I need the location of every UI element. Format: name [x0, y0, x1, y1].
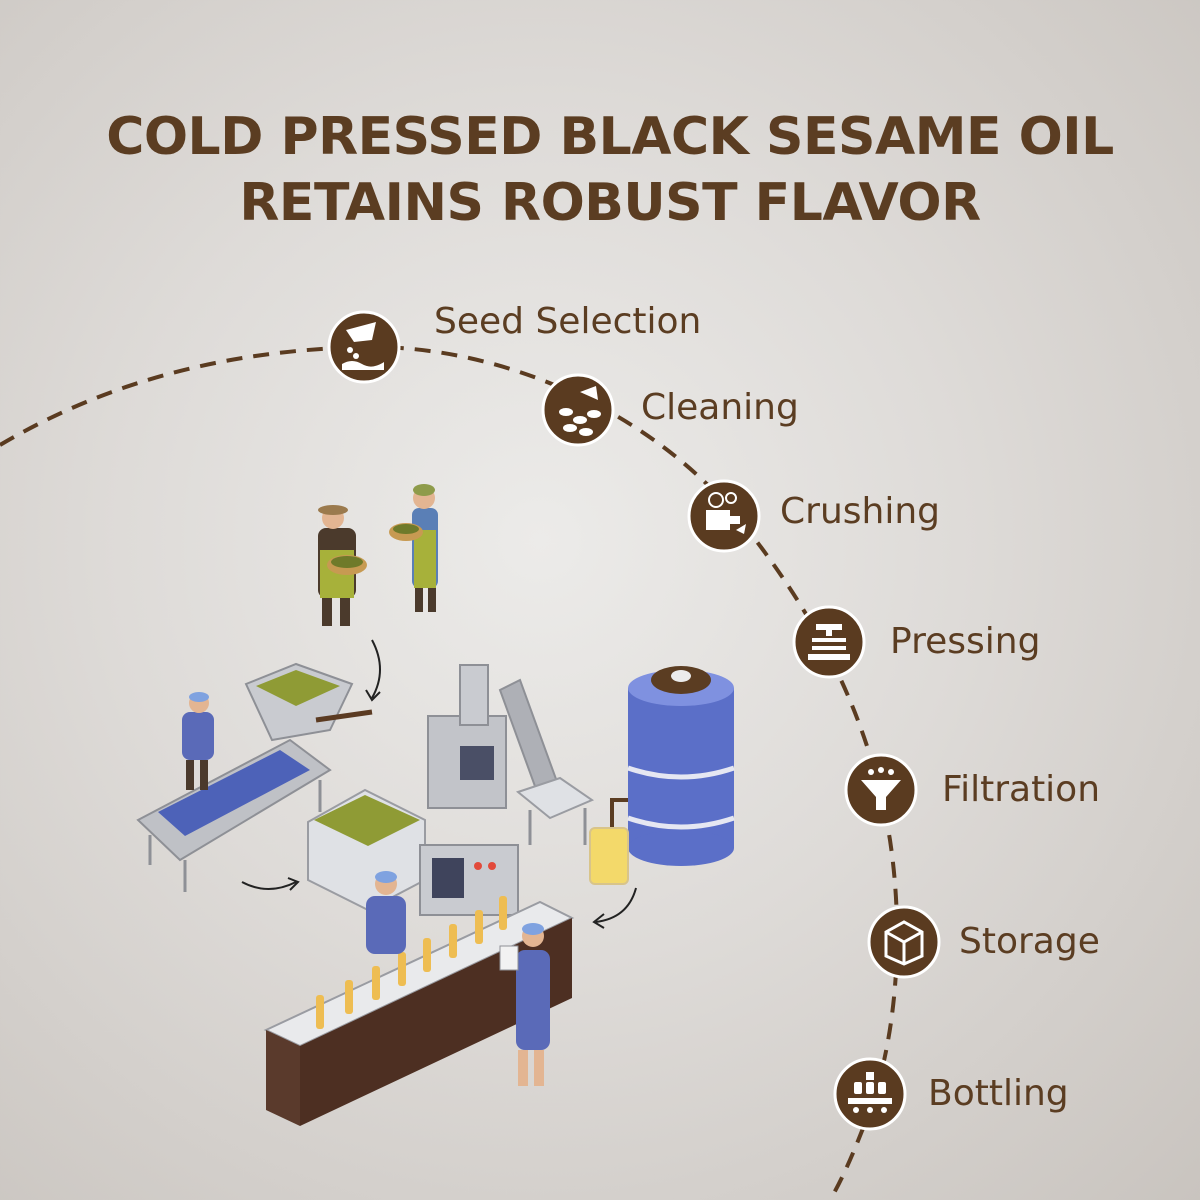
step-label-storage: Storage [959, 921, 1100, 962]
farmer-figure-1 [318, 505, 367, 626]
step-icon-seed-selection [327, 310, 401, 384]
worker-figure-2 [366, 871, 406, 954]
step-icon-crushing [687, 479, 761, 553]
step-label-filtration: Filtration [942, 769, 1101, 810]
step-icon-filtration [844, 753, 918, 827]
title-line-2: RETAINS ROBUST FLAVOR [239, 173, 981, 233]
farmer-figure-2 [389, 484, 438, 612]
worker-figure-3 [499, 923, 550, 1086]
step-icon-bottling [833, 1057, 907, 1131]
title-line-1: COLD PRESSED BLACK SESAME OIL [106, 107, 1114, 167]
step-label-seed-selection: Seed Selection [434, 301, 702, 342]
worker-figure-1 [182, 692, 214, 790]
step-icon-cleaning [541, 373, 615, 447]
step-icon-storage [867, 905, 941, 979]
step-label-bottling: Bottling [928, 1073, 1069, 1114]
step-label-cleaning: Cleaning [641, 387, 799, 428]
step-icon-pressing [792, 605, 866, 679]
step-label-crushing: Crushing [780, 491, 940, 532]
factory-illustration [136, 484, 735, 1126]
step-label-pressing: Pressing [890, 621, 1041, 662]
page-title: COLD PRESSED BLACK SESAME OIL RETAINS RO… [0, 104, 1200, 236]
storage-tank [610, 666, 735, 866]
